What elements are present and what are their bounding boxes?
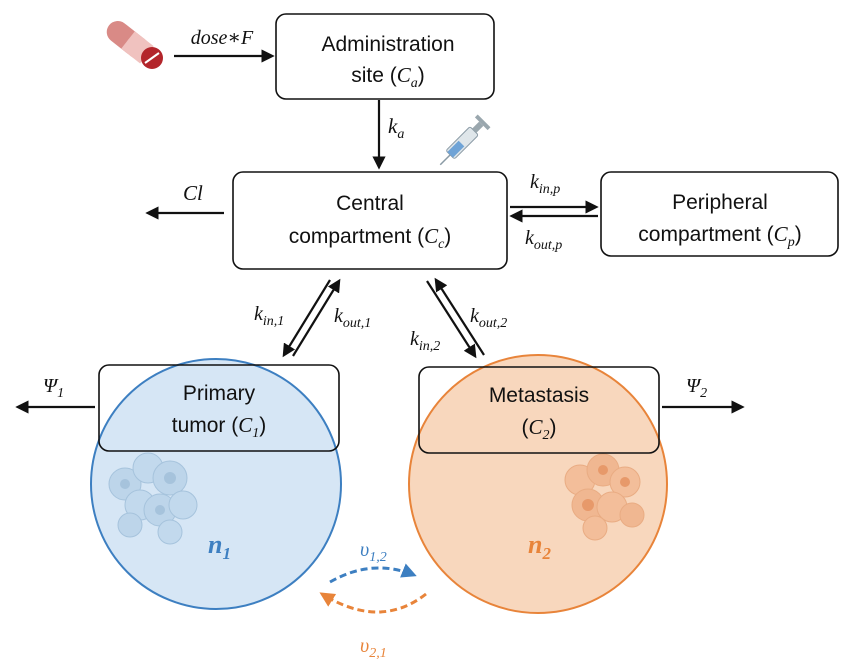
psi1-label: Ψ1 [43, 375, 64, 401]
n2-label: n2 [528, 530, 551, 563]
primary-line2: tumor (C1) [172, 413, 267, 441]
admin-line1: Administration [321, 33, 454, 56]
admin-line2: site (Ca) [351, 63, 425, 91]
ka-label: ka [388, 114, 404, 142]
tumor-cells-icon [108, 452, 198, 545]
kout1-label: kout,1 [334, 305, 371, 331]
metastasis-line2: (C2) [521, 415, 556, 443]
kin2-label: kin,2 [410, 328, 440, 354]
metastasis-circle [408, 354, 668, 614]
tumor-cells-icon [564, 453, 645, 541]
kin1-label: kin,1 [254, 303, 284, 329]
kin2-arrow [426, 280, 477, 359]
syringe-icon [439, 114, 491, 166]
v12-label: υ1,2 [360, 539, 387, 565]
peripheral-compartment-box [600, 171, 839, 257]
cl-label: Cl [183, 181, 203, 205]
metastasis-line1: Metastasis [489, 384, 589, 407]
primary-line1: Primary [183, 382, 256, 405]
central-compartment-box [232, 171, 508, 270]
primary-tumor-box [98, 364, 340, 452]
peripheral-line2: compartment (Cp) [638, 222, 801, 250]
kin1-arrow [282, 279, 331, 358]
v21-label: υ2,1 [360, 635, 387, 661]
v12-curved-arrow [329, 563, 417, 584]
pill-icon [106, 20, 163, 69]
n1-label: n1 [208, 530, 231, 563]
dose-label: dose∗F [191, 27, 254, 49]
metastasis-box [418, 366, 660, 454]
psi2-label: Ψ2 [686, 375, 707, 401]
central-line2: compartment (Cc) [289, 224, 452, 252]
administration-site-box [275, 13, 495, 100]
kinp-label: kin,p [530, 171, 560, 197]
kout2-label: kout,2 [470, 305, 507, 331]
central-line1: Central [336, 192, 404, 215]
peripheral-line1: Peripheral [672, 191, 768, 214]
koutp-label: kout,p [525, 227, 562, 253]
v21-curved-arrow [319, 592, 427, 614]
kout1-arrow [292, 278, 341, 357]
kout2-arrow [434, 277, 485, 356]
primary-tumor-circle [90, 358, 342, 610]
